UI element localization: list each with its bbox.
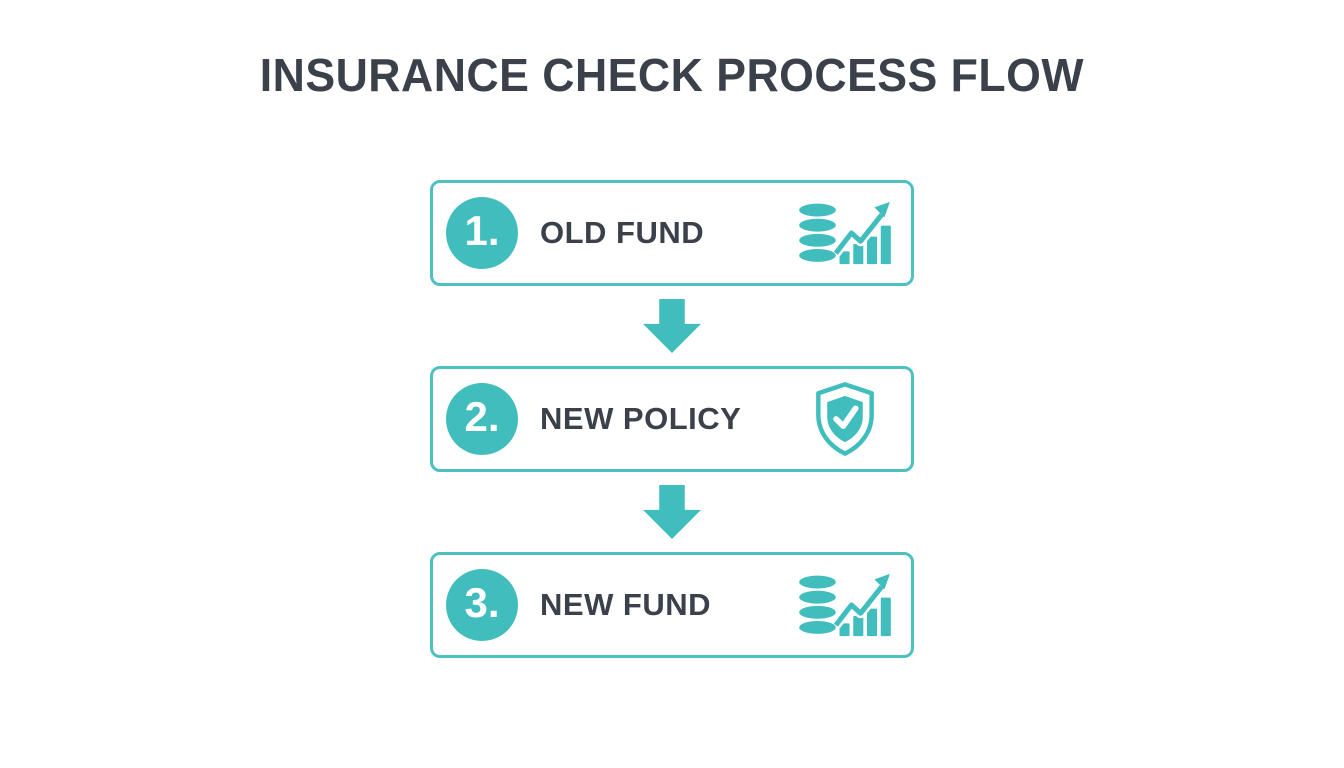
coins-growth-chart-svg <box>799 573 891 637</box>
coins-growth-chart-icon <box>793 572 897 638</box>
step-number: 2. <box>464 393 500 440</box>
down-arrow-icon <box>643 299 701 353</box>
step-label: NEW FUND <box>540 587 712 622</box>
page-title: INSURANCE CHECK PROCESS FLOW <box>259 49 1085 101</box>
process-flow: 1. OLD FUND <box>430 180 914 658</box>
step-number: 3. <box>464 579 500 626</box>
step-box-old-fund: 1. OLD FUND <box>430 180 914 286</box>
shield-check-svg <box>816 382 874 456</box>
shield-check-icon <box>793 380 897 458</box>
down-arrow-icon <box>643 485 701 539</box>
step-1-number-badge: 1. <box>446 197 518 269</box>
step-3-number-badge: 3. <box>446 569 518 641</box>
step-box-new-fund: 3. NEW FUND <box>430 552 914 658</box>
coins-growth-chart-icon <box>793 200 897 266</box>
step-number: 1. <box>464 207 500 254</box>
step-box-new-policy: 2. NEW POLICY <box>430 366 914 472</box>
step-label: OLD FUND <box>540 215 705 250</box>
step-label: NEW POLICY <box>540 401 742 436</box>
step-2-number-badge: 2. <box>446 383 518 455</box>
coins-growth-chart-svg <box>799 201 891 265</box>
